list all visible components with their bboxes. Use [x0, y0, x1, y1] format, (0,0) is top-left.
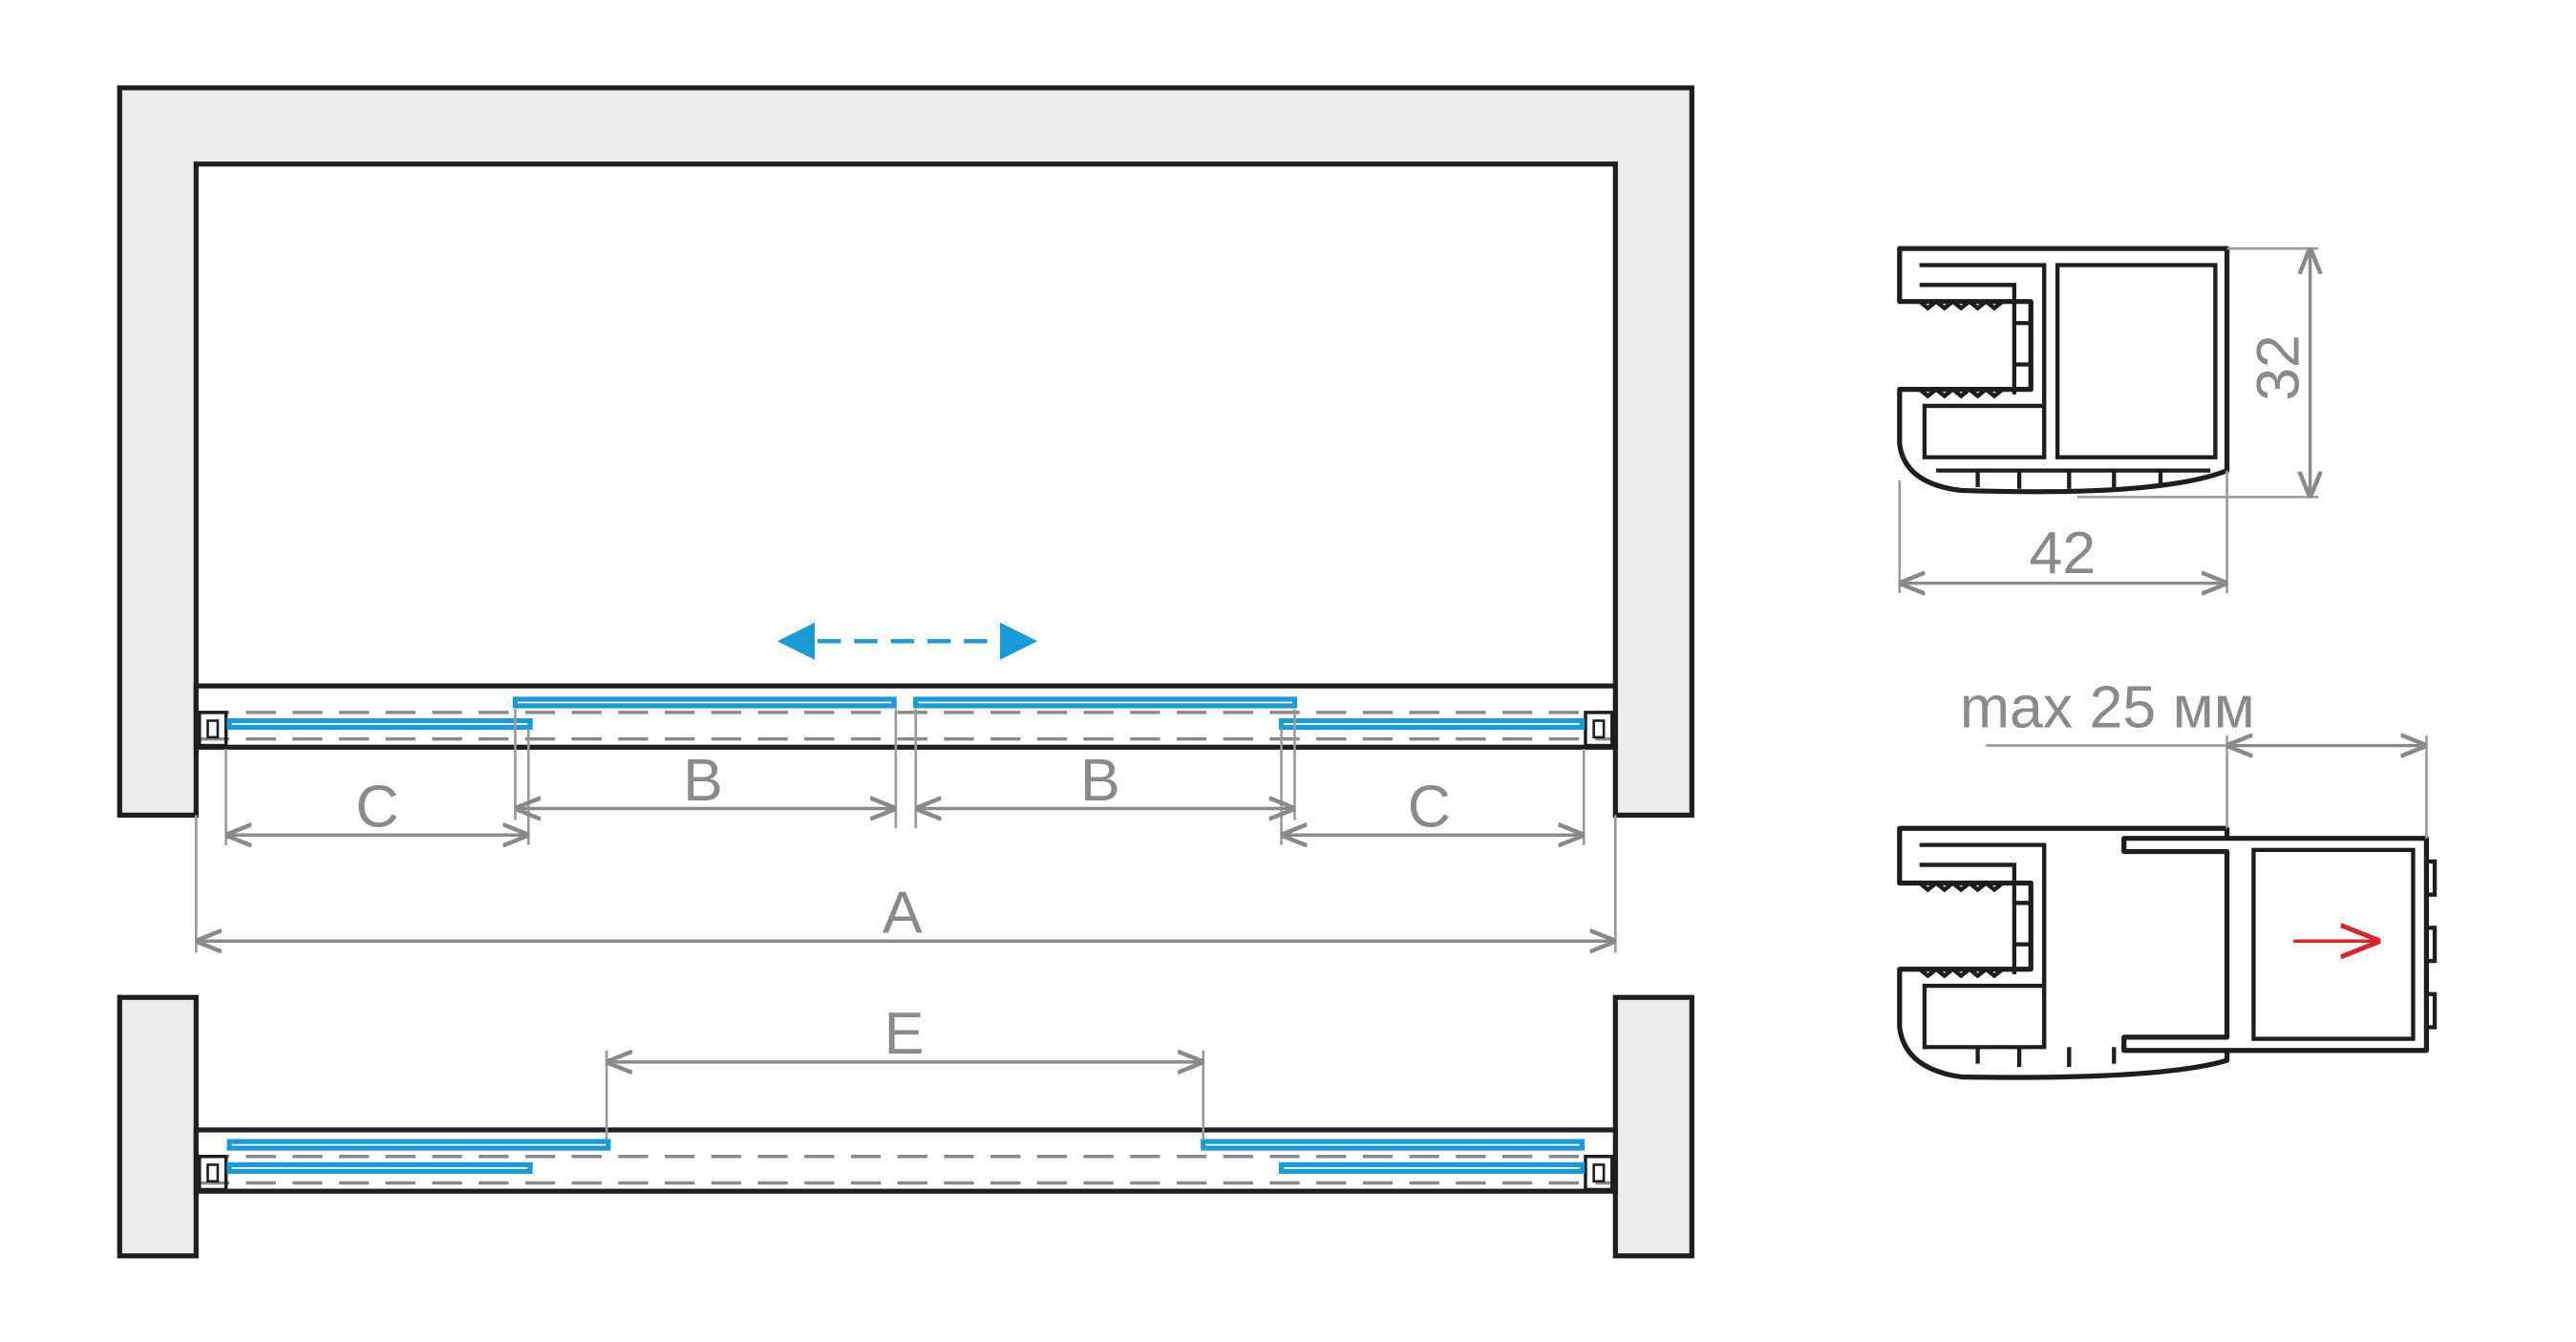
dim-e-label: E [884, 1000, 925, 1067]
glass-panels [226, 696, 1586, 731]
extension-insert [2121, 836, 2430, 1054]
sliding-panel-left-closed [226, 1139, 611, 1151]
end-cap-left [198, 711, 228, 748]
plan-closed: E [117, 994, 1694, 1259]
bottom-track [193, 683, 1618, 750]
wall-right [1612, 994, 1694, 1259]
profile-extension: max 25 мм [1897, 674, 2438, 1080]
fixed-panel-right-closed [1278, 1161, 1586, 1174]
dim-max-label: max 25 мм [1960, 674, 2255, 741]
fixed-panel-right [1278, 717, 1586, 731]
wall-left [117, 994, 199, 1259]
dim-c-left-label: C [355, 774, 398, 841]
wall-niche [117, 85, 1694, 819]
profile-outline [1897, 245, 2230, 495]
extension-outline [1897, 825, 2230, 1080]
dim-b-right-label: B [1080, 747, 1120, 814]
glass-panels-closed [226, 1139, 1586, 1174]
profile-section: 32 42 [1897, 245, 2318, 593]
sliding-panel-right [913, 696, 1298, 709]
sliding-panel-left [512, 696, 897, 709]
fixed-panel-left [226, 717, 533, 731]
fixed-panel-left-closed [226, 1161, 533, 1174]
insert-chamber [2251, 847, 2416, 1041]
dim-c-right-label: C [1408, 774, 1451, 841]
dim-b-left-label: B [683, 747, 723, 814]
end-cap-right [1584, 711, 1614, 748]
plan-open: C B B C A [117, 85, 1694, 952]
dim-height-label: 32 [2245, 334, 2311, 400]
dim-a-label: A [883, 880, 923, 947]
profile-chamber [2054, 263, 2218, 459]
dim-width-label: 42 [2030, 520, 2097, 586]
sliding-panel-right-closed [1201, 1139, 1586, 1151]
